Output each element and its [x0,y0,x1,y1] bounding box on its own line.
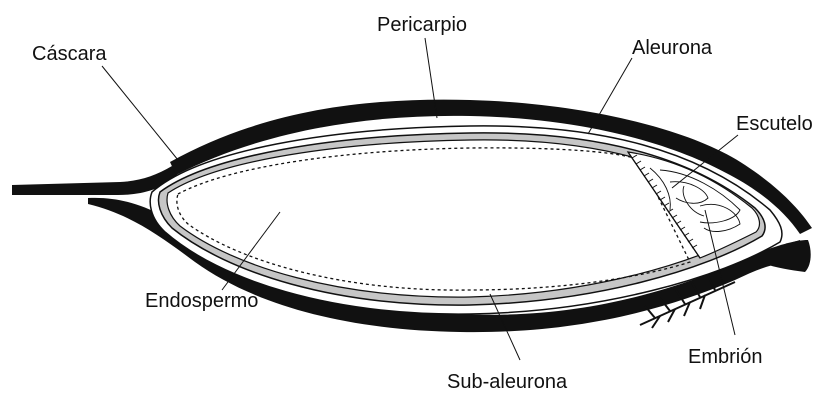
label-embrion: Embrión [688,346,762,368]
label-escutelo: Escutelo [736,113,813,135]
label-cascara: Cáscara [32,43,107,65]
label-sub-aleurona: Sub-aleurona [447,371,568,393]
label-endospermo: Endospermo [145,290,258,312]
leader-cascara [102,66,178,160]
label-pericarpio: Pericarpio [377,14,467,36]
label-aleurona: Aleurona [632,37,713,59]
